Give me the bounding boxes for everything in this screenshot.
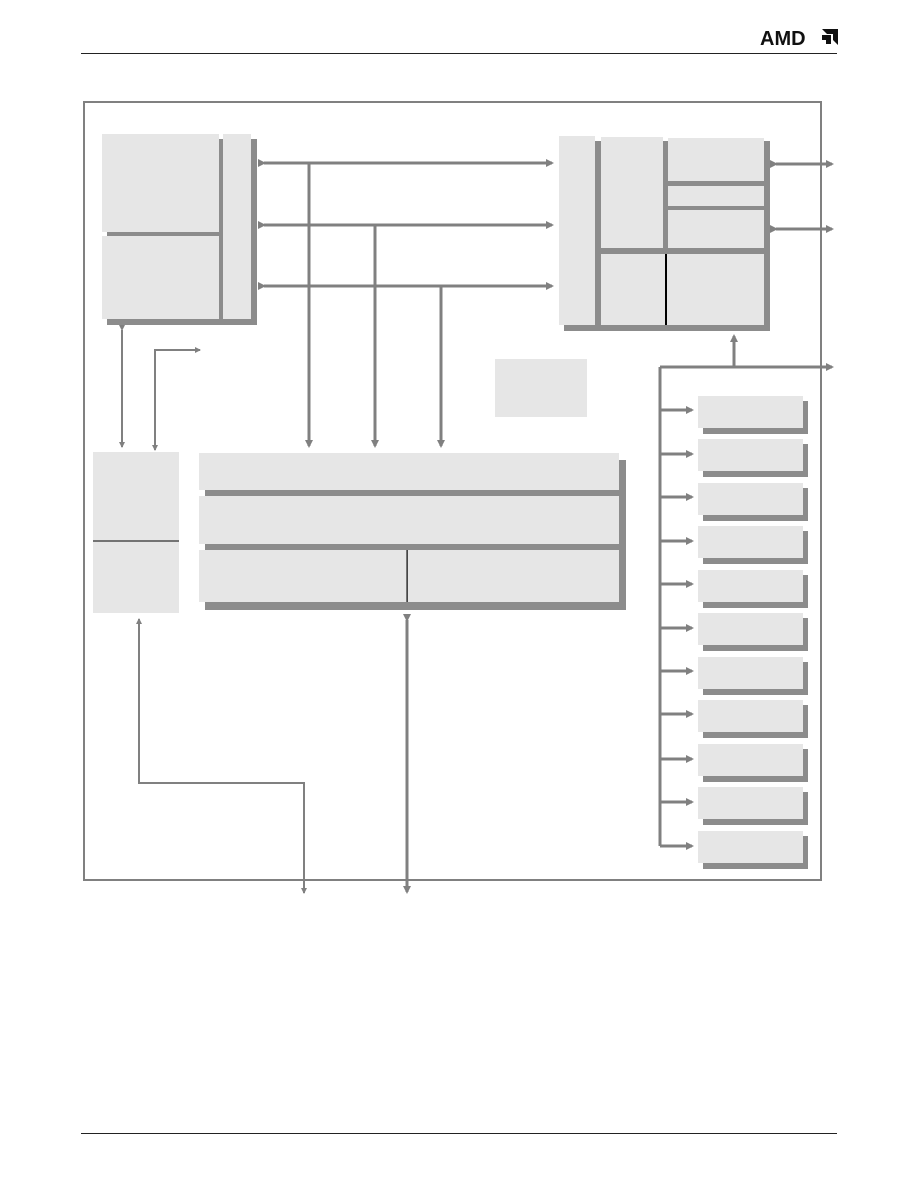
io-block-4 — [660, 526, 808, 564]
diagram-frame — [83, 101, 822, 881]
amd-logo: AMD — [760, 28, 838, 50]
io-block-2 — [660, 439, 808, 477]
io-block-5 — [660, 570, 808, 608]
io-block-6 — [660, 613, 808, 651]
io-block-10 — [660, 787, 808, 825]
io-block-7 — [660, 657, 808, 695]
peripheral-controller-cluster — [559, 136, 770, 331]
header-rule — [81, 53, 837, 54]
bus-arrows — [258, 159, 834, 894]
internal-bus-block — [199, 453, 626, 610]
control-arrows — [119, 325, 307, 894]
io-block-3 — [660, 483, 808, 521]
io-block-1 — [660, 396, 808, 434]
io-block-9 — [660, 744, 808, 782]
amd-logo-text: AMD — [760, 28, 806, 50]
left-interface-block — [93, 452, 179, 613]
standalone-block — [495, 359, 587, 417]
io-block-11 — [660, 831, 808, 869]
cpu-core-cluster — [102, 134, 257, 325]
io-blocks — [660, 396, 808, 869]
amd-arrow-logo-icon — [822, 29, 838, 45]
footer-rule — [81, 1133, 837, 1134]
io-block-8 — [660, 700, 808, 738]
